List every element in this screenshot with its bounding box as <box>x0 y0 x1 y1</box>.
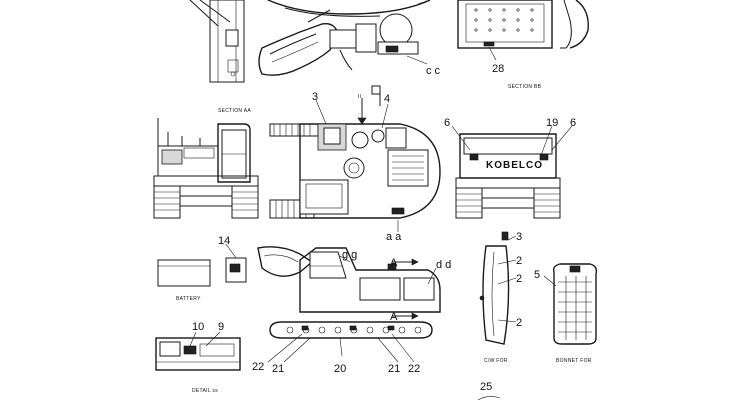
callout-22-right: 22 <box>408 363 420 375</box>
section-bb-view <box>457 0 589 61</box>
callout-5: 5 <box>534 269 540 281</box>
bonnet-view <box>543 263 598 345</box>
brand-logo-kobelco: KOBELCO <box>486 160 543 171</box>
top-plan-view <box>269 85 441 232</box>
callout-21-right: 21 <box>388 363 400 375</box>
label-section-bb: SECTION BB <box>508 84 542 90</box>
label-detail-ss: DETAIL ss <box>192 388 218 394</box>
label-cw-for: C/W FOR <box>484 358 508 364</box>
label-section-aa: SECTION AA <box>218 108 251 114</box>
side-elevation-view <box>257 246 441 363</box>
callout-4: 4 <box>384 93 390 105</box>
callout-9: 9 <box>218 321 224 333</box>
ref-dd: d d <box>436 259 451 271</box>
callout-10: 10 <box>192 321 204 333</box>
callout-2-mid: 2 <box>516 273 522 285</box>
callout-14: 14 <box>218 235 230 247</box>
callout-2-lower: 2 <box>516 317 522 329</box>
detail-ss-view <box>155 331 241 371</box>
ref-aa: a a <box>386 231 402 243</box>
callout-6-right: 6 <box>570 117 576 129</box>
callout-19: 19 <box>546 117 558 129</box>
top-center-upper-view <box>258 0 431 76</box>
ref-arrow-a-top: A <box>390 257 398 269</box>
ref-arrow-a-bottom: A <box>390 311 398 323</box>
ref-cc: c c <box>426 65 441 77</box>
callout-2-upper: 2 <box>516 255 522 267</box>
counterweight-view <box>479 231 517 345</box>
label-battery: BATTERY <box>176 296 201 302</box>
callout-28: 28 <box>492 63 504 75</box>
callout-21-left: 21 <box>272 363 284 375</box>
callout-22-left: 22 <box>252 361 264 373</box>
callout-3-cw: 3 <box>516 231 522 243</box>
label-bonnet-for: BONNET FOR <box>556 358 592 364</box>
rear-view <box>451 125 573 219</box>
callout-20: 20 <box>334 363 346 375</box>
top-left-panel-view <box>189 0 245 83</box>
battery-view <box>157 243 247 287</box>
callout-3-top: 3 <box>312 91 318 103</box>
callout-6-left: 6 <box>444 117 450 129</box>
section-aa-view <box>153 118 259 219</box>
callout-25: 25 <box>480 381 492 393</box>
ref-arrow-ii: II <box>358 94 361 100</box>
ref-gg: g g <box>342 249 357 261</box>
